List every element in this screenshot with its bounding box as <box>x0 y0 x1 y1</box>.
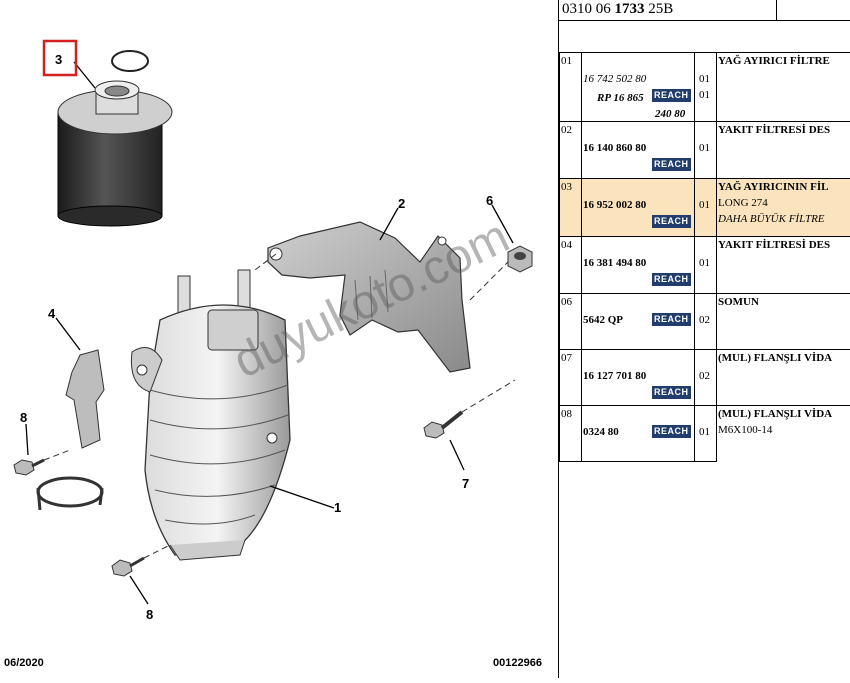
callout-1[interactable]: 1 <box>334 500 341 515</box>
reach-badge: REACH <box>652 89 691 102</box>
part-description: YAĞ AYIRICININ FİL <box>718 181 829 193</box>
part-number: 16 381 494 80 <box>583 257 647 269</box>
part-description: YAKIT FİLTRESİ DES <box>718 124 831 136</box>
quantity: 01 <box>699 426 710 438</box>
row-number: 06 <box>561 296 572 308</box>
highlighted-callout-frame <box>42 39 78 77</box>
row-number: 01 <box>561 55 572 67</box>
part-description: YAĞ AYIRICI FİLTRE <box>718 55 830 67</box>
table-row[interactable]: 04 16 381 494 80 REACH 01 YAKIT FİLTRESİ… <box>559 237 850 293</box>
divider-line <box>559 121 850 122</box>
table-row[interactable]: 08 0324 80 REACH 01 (MUL) FLANŞLI VİDA M… <box>559 406 850 461</box>
part-description: SOMUN <box>718 296 759 308</box>
fuel-filter-clamp[interactable] <box>36 349 105 511</box>
part-spec: LONG 274 <box>718 197 768 209</box>
diagram-doc-id: 00122966 <box>493 657 542 669</box>
column-line <box>559 52 560 462</box>
part-spec: M6X100-14 <box>718 424 773 436</box>
part-number: 5642 QP <box>583 314 624 326</box>
quantity: 02 <box>699 370 710 382</box>
row-number: 04 <box>561 239 572 251</box>
part-number: 16 127 701 80 <box>583 370 647 382</box>
diagram-drawing: 3 2 6 4 8 1 7 8 <box>13 39 533 622</box>
table-row[interactable]: 01 16 742 502 80 RP 16 865 REACH 240 80 … <box>559 53 850 121</box>
part-number: 16 952 002 80 <box>583 199 647 211</box>
column-line <box>716 52 717 462</box>
callout-6[interactable]: 6 <box>486 193 493 208</box>
quantity: 01 <box>699 257 710 269</box>
quantity: 02 <box>699 314 710 326</box>
part-note: DAHA BÜYÜK FİLTRE <box>718 213 825 225</box>
part-number: 0324 80 <box>583 426 619 438</box>
row-number: 02 <box>561 124 572 136</box>
panel-divider <box>558 0 559 678</box>
reach-badge: REACH <box>652 215 691 228</box>
leader-lines <box>25 61 514 605</box>
callout-8b[interactable]: 8 <box>146 607 153 622</box>
fuel-filter-housing[interactable] <box>130 269 291 561</box>
exploded-parts-diagram: 3 2 6 4 8 1 7 8 <box>13 39 533 622</box>
part-description: (MUL) FLANŞLI VİDA <box>718 408 833 420</box>
callout-2[interactable]: 2 <box>398 196 405 211</box>
nut[interactable] <box>507 245 533 273</box>
part-number: 240 80 <box>655 108 686 120</box>
row-number: 07 <box>561 352 572 364</box>
callout-8[interactable]: 8 <box>20 410 27 425</box>
reference-number: 0310 06 1733 25B <box>559 0 777 20</box>
table-row-selected[interactable]: 03 16 952 002 80 REACH 01 YAĞ AYIRICININ… <box>559 179 850 236</box>
table-row[interactable]: 06 5642 QP REACH 02 SOMUN <box>559 294 850 349</box>
ref-bold: 1733 <box>614 1 645 17</box>
quantity: 01 <box>699 73 710 85</box>
callout-3[interactable]: 3 <box>55 52 62 67</box>
oil-separator-filter-element[interactable] <box>57 50 173 227</box>
part-description: YAKIT FİLTRESİ DES <box>718 239 831 251</box>
row-number: 08 <box>561 408 572 420</box>
part-description: (MUL) FLANŞLI VİDA <box>718 352 833 364</box>
divider-line <box>559 461 717 462</box>
ref-prefix: 0310 06 <box>562 1 615 17</box>
table-row[interactable]: 02 16 140 860 80 REACH 01 YAKIT FİLTRESİ… <box>559 122 850 178</box>
divider-line <box>559 349 850 350</box>
quantity: 01 <box>699 142 710 154</box>
column-line <box>694 52 695 462</box>
flange-screw[interactable] <box>13 458 45 476</box>
callout-4[interactable]: 4 <box>48 306 56 321</box>
reach-badge: REACH <box>652 273 691 286</box>
fuel-filter-bracket[interactable] <box>267 221 471 373</box>
diagram-date: 06/2020 <box>4 657 44 669</box>
reach-badge: REACH <box>652 425 691 438</box>
assembly-lines <box>43 253 516 559</box>
reach-badge: REACH <box>652 386 691 399</box>
quantity: 01 <box>699 89 710 101</box>
divider-line <box>559 293 850 294</box>
quantity: 01 <box>699 199 710 211</box>
divider-line <box>559 405 850 406</box>
reach-badge: REACH <box>652 158 691 171</box>
ref-suffix: 25B <box>644 1 674 17</box>
part-number: 16 140 860 80 <box>583 142 647 154</box>
divider-line <box>559 52 850 53</box>
divider-line <box>559 178 850 179</box>
part-number: RP 16 865 <box>597 92 644 104</box>
table-row[interactable]: 07 16 127 701 80 REACH 02 (MUL) FLANŞLI … <box>559 350 850 405</box>
flange-screw[interactable] <box>111 556 145 577</box>
callout-7[interactable]: 7 <box>462 476 469 491</box>
flange-screw[interactable] <box>423 410 464 439</box>
parts-table: 0310 06 1733 25B 01 16 742 502 80 RP 16 … <box>559 0 850 678</box>
reach-badge: REACH <box>652 313 691 326</box>
column-line <box>581 52 582 462</box>
row-number: 03 <box>561 181 572 193</box>
part-number: 16 742 502 80 <box>583 73 647 85</box>
divider-line <box>559 236 850 237</box>
divider-line <box>559 20 850 21</box>
